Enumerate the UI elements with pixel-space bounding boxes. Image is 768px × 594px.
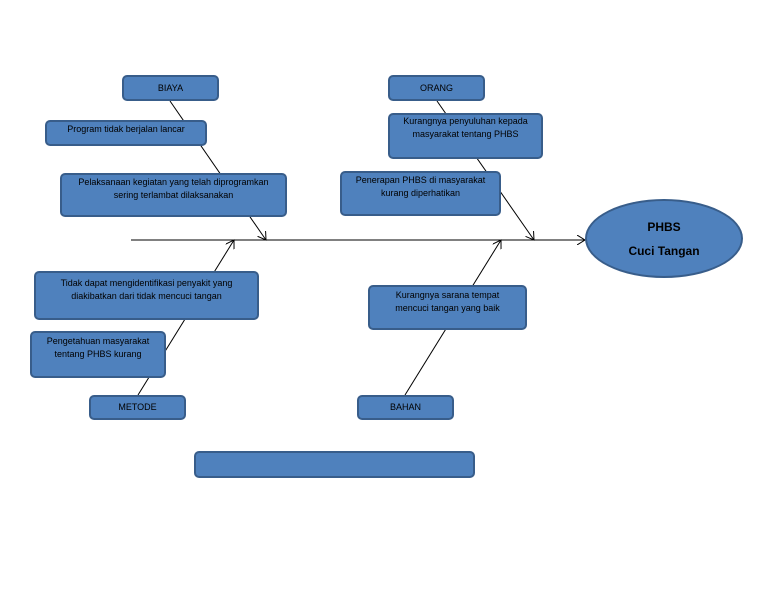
cause-orang-2-text: Penerapan PHBS di masyarakat kurang dipe… <box>355 175 486 198</box>
cause-metode-2: Pengetahuan masyarakat tentang PHBS kura… <box>30 331 166 378</box>
cause-metode-1: Tidak dapat mengidentifikasi penyakit ya… <box>34 271 259 320</box>
category-biaya: BIAYA <box>122 75 219 101</box>
cause-orang-1: Kurangnya penyuluhan kepada masyarakat t… <box>388 113 543 159</box>
cause-biaya-2: Pelaksanaan kegiatan yang telah diprogra… <box>60 173 287 217</box>
category-orang: ORANG <box>388 75 485 101</box>
cause-bahan-1-text: Kurangnya sarana tempat mencuci tangan y… <box>395 290 500 313</box>
effect-title: PHBS <box>647 219 681 234</box>
cause-biaya-1-text: Program tidak berjalan lancar <box>67 124 185 134</box>
cause-bahan-1: Kurangnya sarana tempat mencuci tangan y… <box>368 285 527 330</box>
cause-biaya-2-text: Pelaksanaan kegiatan yang telah diprogra… <box>78 177 269 200</box>
category-bahan-label: BAHAN <box>389 402 421 412</box>
footer-box <box>194 451 475 478</box>
cause-metode-1-text: Tidak dapat mengidentifikasi penyakit ya… <box>60 278 233 301</box>
cause-orang-2: Penerapan PHBS di masyarakat kurang dipe… <box>340 171 501 216</box>
effect-head: PHBS Cuci Tangan <box>585 199 743 278</box>
cause-biaya-1: Program tidak berjalan lancar <box>45 120 207 146</box>
category-metode-label: METODE <box>118 402 157 412</box>
effect-subtitle: Cuci Tangan <box>628 243 700 258</box>
category-biaya-label: BIAYA <box>157 82 184 93</box>
category-metode: METODE <box>89 395 186 420</box>
category-bahan: BAHAN <box>357 395 454 420</box>
cause-metode-2-text: Pengetahuan masyarakat tentang PHBS kura… <box>46 336 150 359</box>
cause-orang-1-text: Kurangnya penyuluhan kepada masyarakat t… <box>403 116 528 139</box>
category-orang-label: ORANG <box>419 82 453 93</box>
